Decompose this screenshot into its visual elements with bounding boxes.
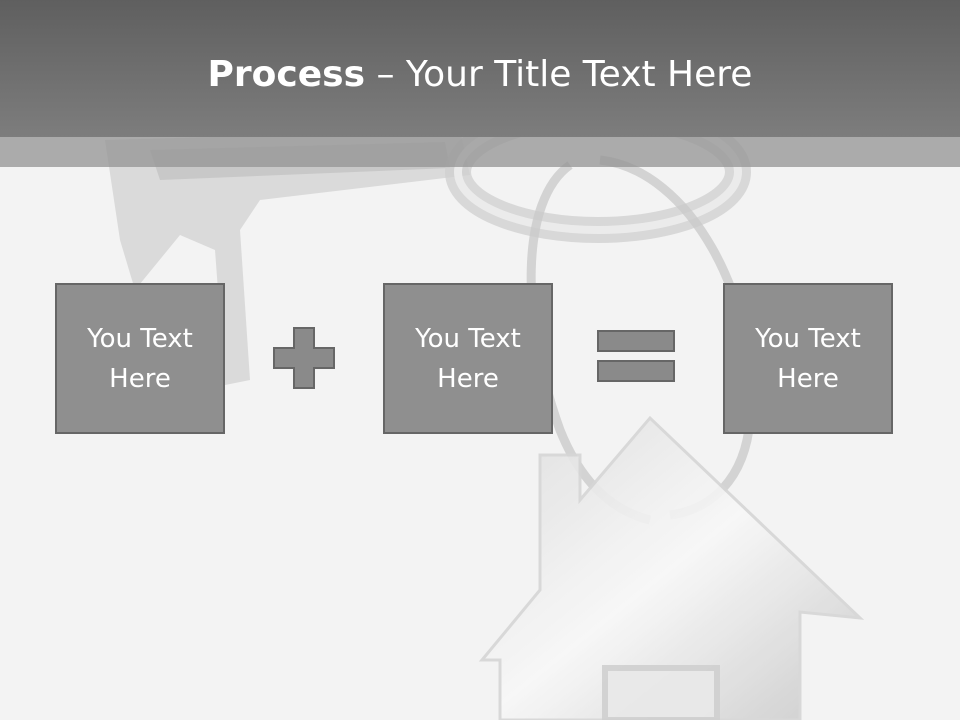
equals-icon xyxy=(597,330,675,382)
process-box-2-label: You Text Here xyxy=(415,323,521,394)
title-rest: – Your Title Text Here xyxy=(365,54,753,95)
process-box-2[interactable]: You Text Here xyxy=(383,283,553,434)
process-box-3-label: You Text Here xyxy=(755,323,861,394)
title-stripe xyxy=(0,137,960,167)
slide-title[interactable]: Process – Your Title Text Here xyxy=(0,50,960,100)
process-box-1-label: You Text Here xyxy=(87,323,193,394)
plus-icon xyxy=(273,327,335,389)
process-box-3[interactable]: You Text Here xyxy=(723,283,893,434)
process-box-1[interactable]: You Text Here xyxy=(55,283,225,434)
title-bold: Process xyxy=(207,54,366,95)
title-bar xyxy=(0,0,960,137)
